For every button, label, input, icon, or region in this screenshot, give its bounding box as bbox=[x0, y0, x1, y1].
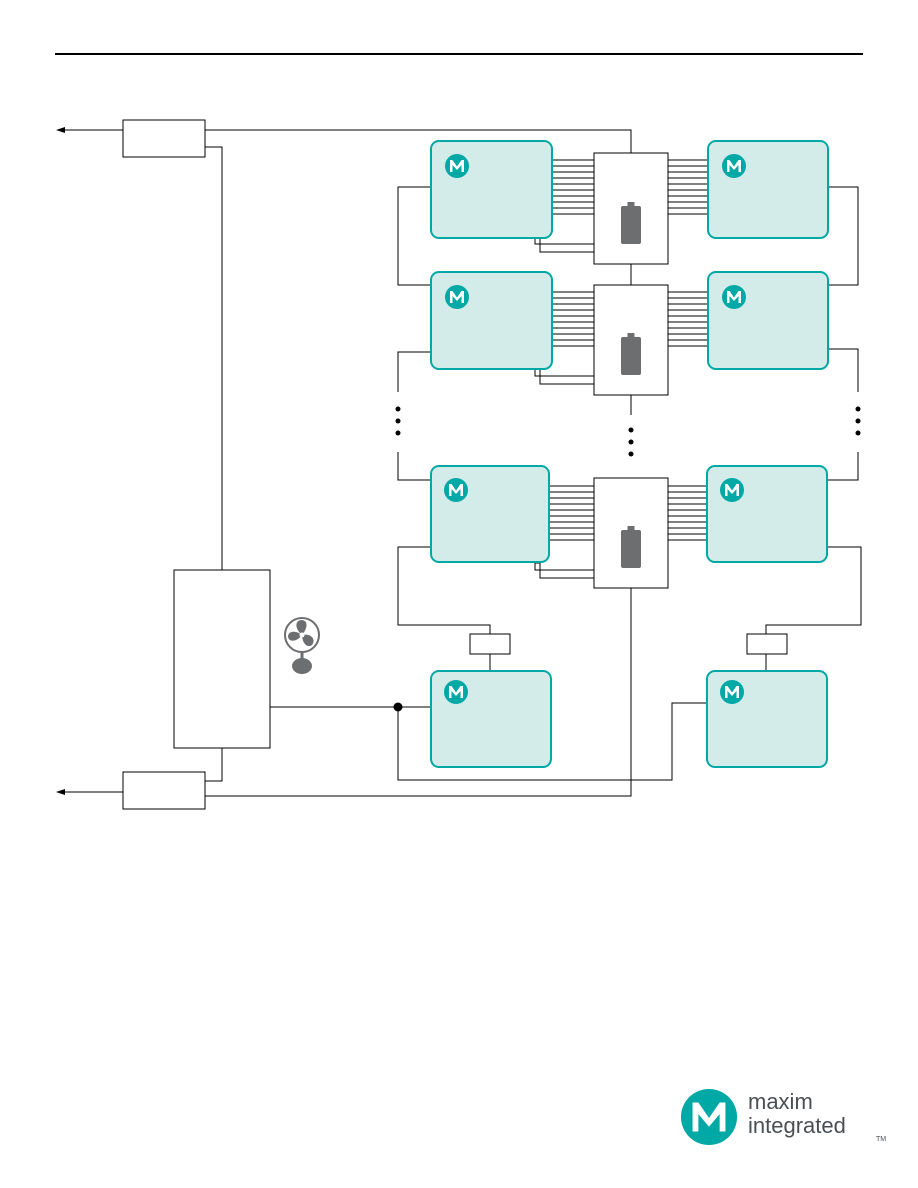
maxim-logo-icon bbox=[680, 1088, 738, 1146]
battery-pack-1 bbox=[593, 152, 669, 265]
bottom-left-block bbox=[122, 771, 206, 810]
ic-module-left-bottom bbox=[430, 670, 552, 768]
top-output-arrowhead bbox=[56, 127, 65, 133]
ic-module-right-bottom bbox=[706, 670, 828, 768]
wiring bbox=[205, 129, 862, 797]
left-isolator-box bbox=[469, 633, 511, 655]
ic-module-left-1 bbox=[430, 140, 553, 239]
ic-module-right-2 bbox=[707, 271, 829, 370]
trademark-mark: TM bbox=[876, 1136, 887, 1143]
controller-block bbox=[173, 569, 271, 749]
ic-module-left-3 bbox=[430, 465, 550, 563]
top-left-block bbox=[122, 119, 206, 158]
sense-lines bbox=[549, 159, 708, 541]
right-isolator-box bbox=[746, 633, 788, 655]
continuation-dots bbox=[395, 406, 861, 457]
brand-wordmark: maxim integrated TM bbox=[748, 1089, 886, 1144]
fan-icon bbox=[284, 617, 320, 674]
ic-module-right-3 bbox=[706, 465, 828, 563]
brand-line-2: integrated bbox=[748, 1113, 846, 1138]
junction-dot bbox=[393, 702, 403, 712]
ic-module-right-1 bbox=[707, 140, 829, 239]
bottom-output-arrowhead bbox=[56, 789, 65, 795]
ic-module-left-2 bbox=[430, 271, 553, 370]
brand-line-1: maxim bbox=[748, 1089, 813, 1114]
battery-pack-3 bbox=[593, 477, 669, 589]
battery-pack-2 bbox=[593, 284, 669, 396]
maxim-integrated-logo: maxim integrated TM bbox=[680, 1088, 886, 1148]
